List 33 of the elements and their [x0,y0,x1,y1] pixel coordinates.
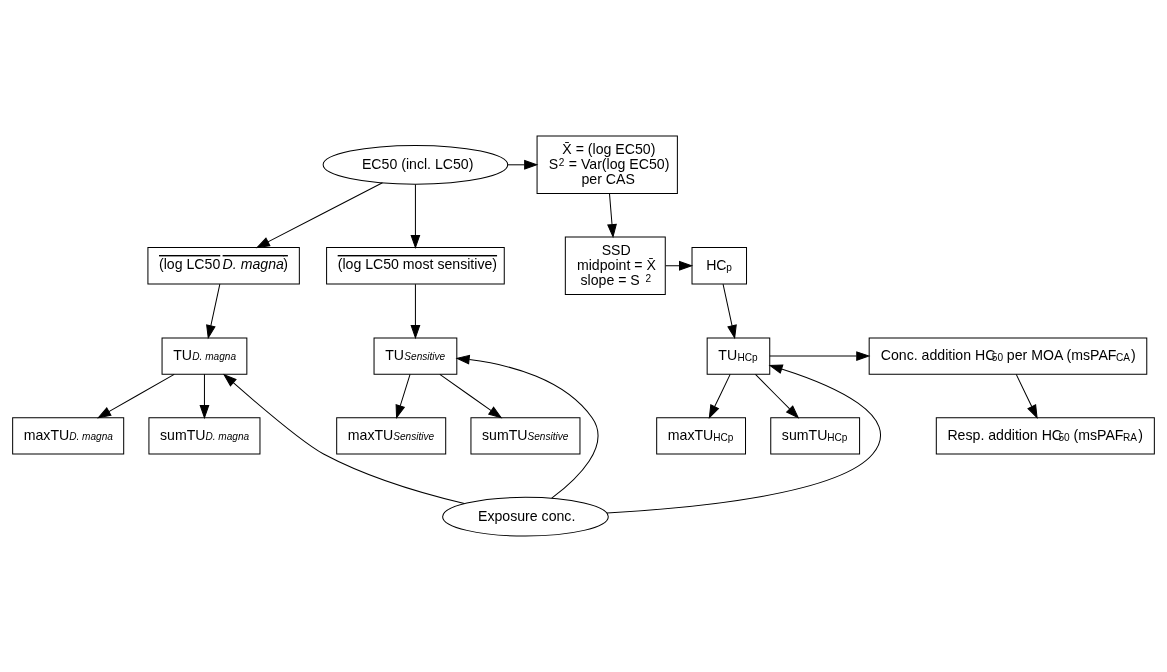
arrow [255,182,383,249]
node-box: TUSensitive [373,337,458,375]
arrow [410,183,421,250]
node-box: maxTUD. magna [12,417,125,455]
arrow [97,373,175,419]
arrow [439,373,503,419]
arrow [769,351,871,362]
arrow [199,373,210,420]
arrow [1015,373,1038,419]
node-box: HCp [691,247,748,285]
node-box: sumTUD. magna [148,417,261,455]
arrow [722,283,737,340]
arrow [607,193,617,239]
node-ellipse: EC50 (incl. LC50) [322,144,509,185]
node-box: sumTUHCp [770,417,861,455]
arrow [606,364,882,514]
node-box: sumTUSensitive [470,417,581,455]
arrow [708,373,731,419]
arrow [507,159,539,170]
node-box: maxTUSensitive [336,417,447,455]
arrow [395,373,411,420]
arrow [665,260,694,271]
node-box: (log LC50 most sensitive) [326,247,505,285]
node-box: maxTUHCp [656,417,747,455]
node-ellipse: Exposure conc. [442,496,609,537]
node-box: TUD. magna [161,337,248,375]
arrow [222,373,465,504]
node-box: TUHCp [706,337,771,375]
arrow [206,283,221,340]
arrow [410,283,421,340]
arrow [754,373,800,419]
arrow [455,354,599,499]
node-box: (log LC50 D. magna) [147,247,300,285]
